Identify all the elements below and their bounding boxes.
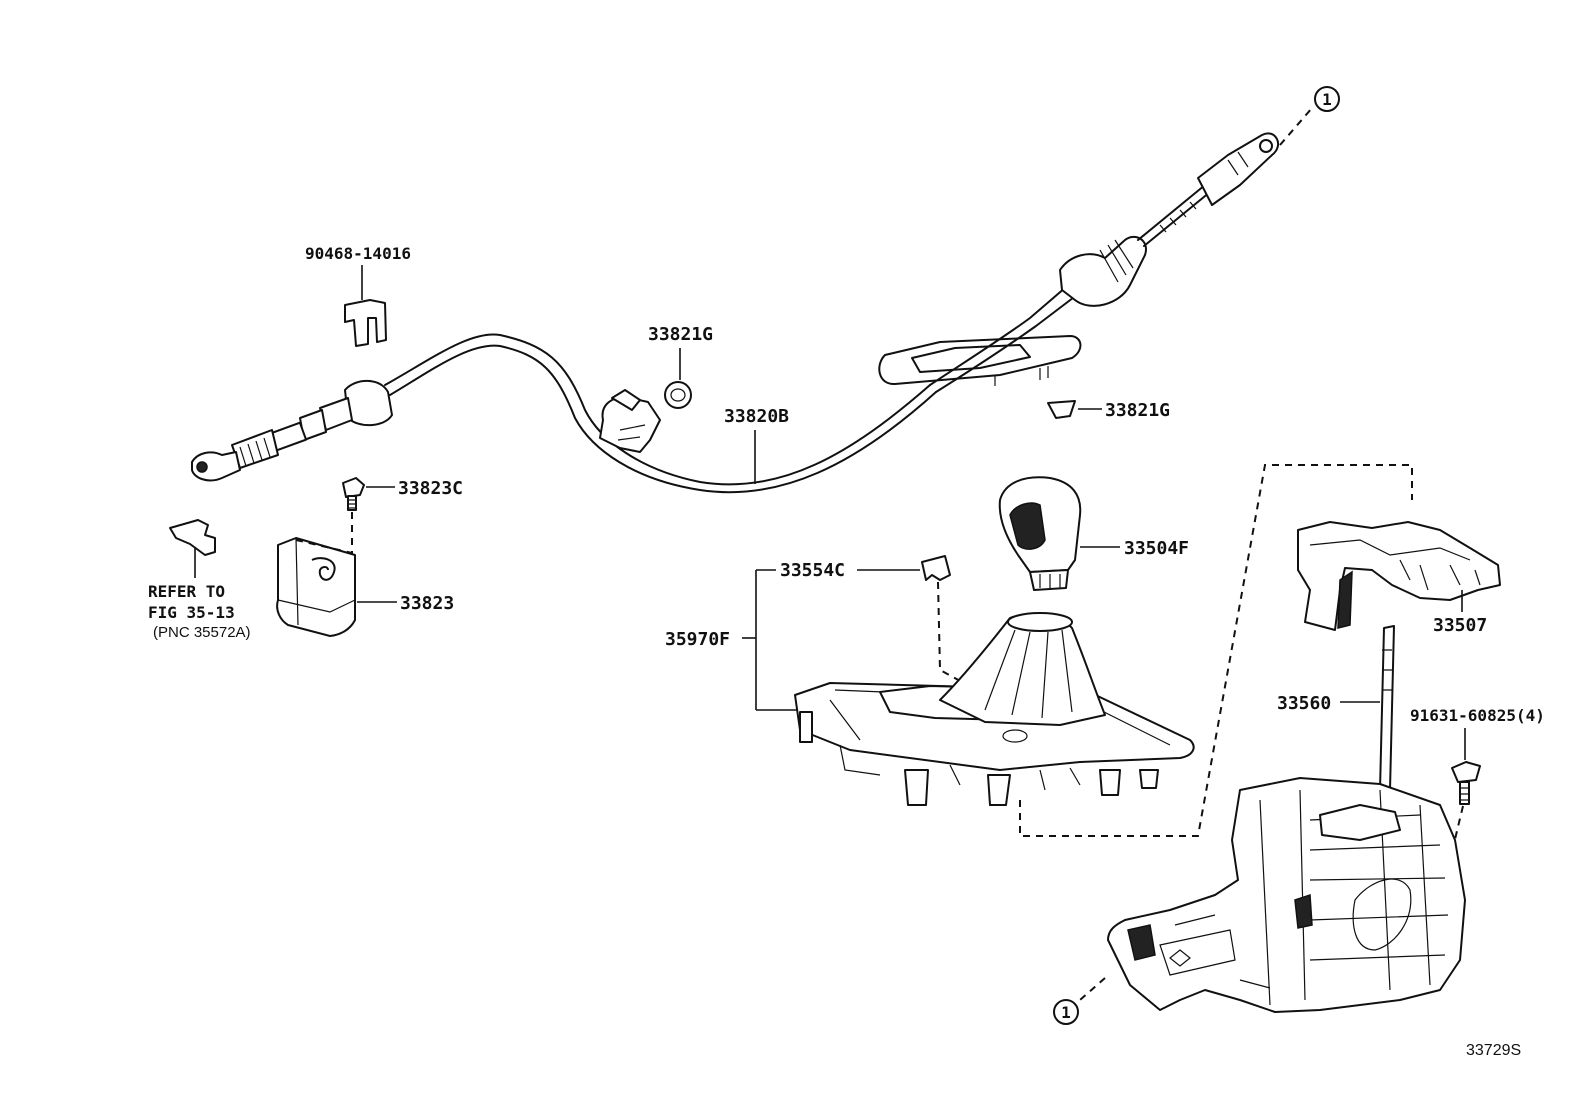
- shift-console-35970F: 33554C 35970F: [665, 555, 1195, 806]
- label-33823C: 33823C: [398, 478, 463, 499]
- label-33504F: 33504F: [1124, 538, 1189, 559]
- connector-leader-top: [1279, 107, 1313, 146]
- cable-label-33820B: 33820B: [724, 406, 789, 484]
- refer-line2: FIG 35-13: [148, 603, 235, 622]
- connector-leader-bottom: [1079, 977, 1106, 1001]
- label-35970F: 35970F: [665, 629, 730, 650]
- lever-33560: 33560: [1277, 625, 1395, 791]
- group-outline: [1019, 464, 1413, 837]
- label-33823: 33823: [400, 593, 454, 614]
- grommet-33821G-b: 33821G: [1047, 400, 1170, 421]
- label-90468-14016: 90468-14016: [305, 244, 411, 263]
- shift-lever-base: [1107, 777, 1466, 1013]
- bolt-33823C: 33823C: [342, 477, 463, 560]
- grommet-33821G-a: 33821G: [648, 324, 713, 409]
- housing-33507: 33507: [1297, 521, 1501, 636]
- bracket-33823: 33823: [276, 537, 454, 637]
- label-33507: 33507: [1433, 615, 1487, 636]
- shift-cable-33820B: [191, 132, 1279, 494]
- connector-mark-bottom-text: 1: [1061, 1003, 1071, 1022]
- figure-code: 33729S: [1466, 1042, 1521, 1059]
- bolt-91631-60825: 91631-60825(4): [1410, 706, 1545, 861]
- refer-line1: REFER TO: [148, 582, 225, 601]
- connector-mark-bottom: 1: [1053, 999, 1079, 1025]
- label-33821G-b: 33821G: [1105, 400, 1170, 421]
- label-33821G-a: 33821G: [648, 324, 713, 345]
- label-33820B: 33820B: [724, 406, 789, 427]
- label-33560: 33560: [1277, 693, 1331, 714]
- label-91631-60825: 91631-60825(4): [1410, 706, 1545, 725]
- connector-mark-top: 1: [1314, 86, 1340, 112]
- shift-knob-33504F: 33504F: [998, 476, 1189, 591]
- connector-mark-top-text: 1: [1322, 90, 1332, 109]
- bracket-refer-part: REFER TO FIG 35-13 (PNC 35572A): [148, 519, 251, 641]
- clip-90468-14016: 90468-14016: [305, 244, 411, 347]
- refer-line3: (PNC 35572A): [153, 624, 251, 641]
- label-33554C: 33554C: [780, 560, 845, 581]
